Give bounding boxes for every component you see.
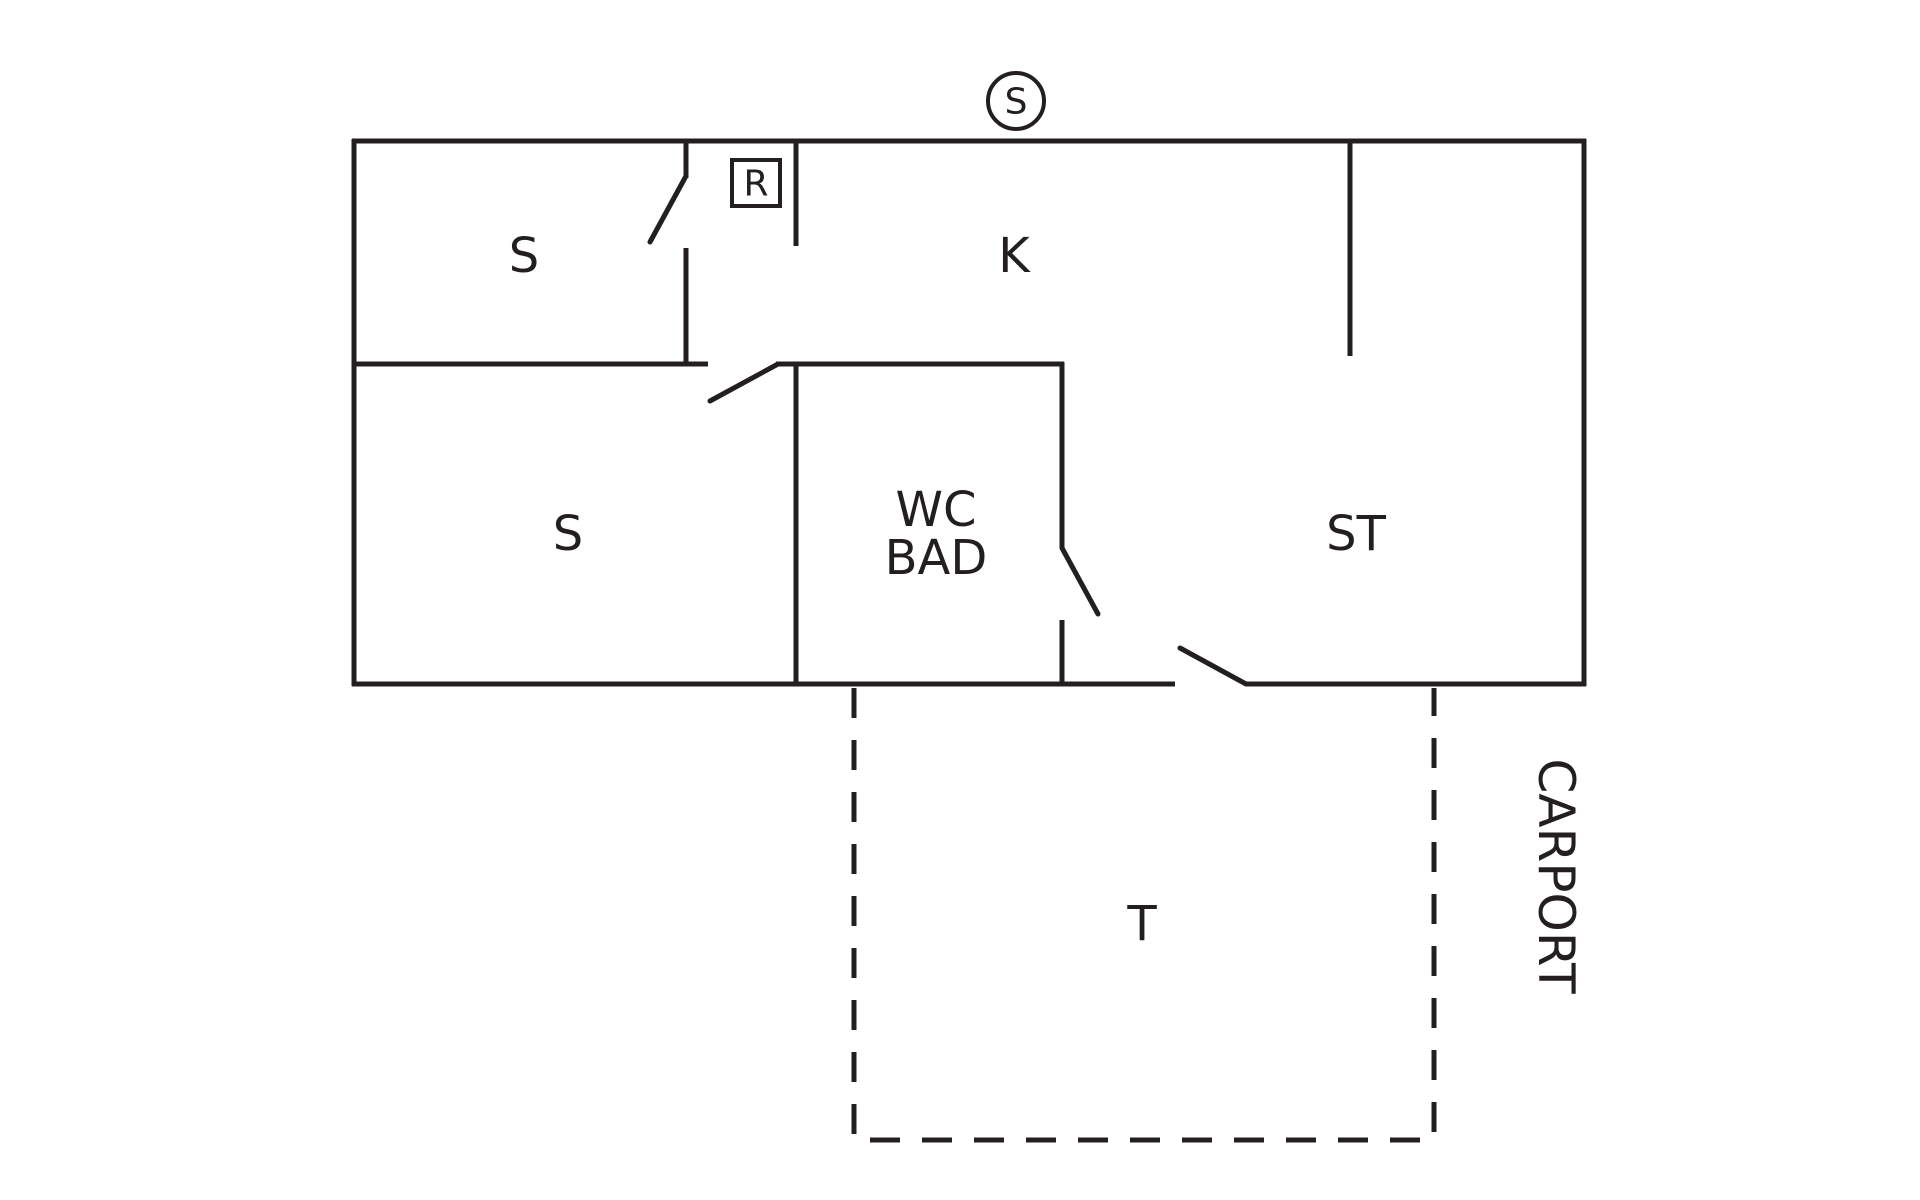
room-label-bathroom-bad: BAD [885, 530, 988, 586]
door-small-bedroom [647, 173, 689, 245]
north-symbol-circle [986, 71, 1046, 131]
symbols: S R [730, 71, 1046, 208]
doors [647, 173, 1249, 687]
room-labels: S K S WC BAD ST T CARPORT [509, 228, 1585, 994]
room-label-living: ST [1326, 506, 1386, 562]
chimney-symbol-label: R [743, 164, 768, 205]
north-symbol-label: S [1005, 82, 1028, 123]
door-entrance [1177, 645, 1249, 687]
door-bathroom [1059, 545, 1101, 617]
interior-walls [354, 141, 1353, 686]
terrace-outline [851, 688, 1437, 1143]
chimney-symbol-box [730, 158, 782, 208]
room-label-kitchen: K [998, 228, 1031, 284]
carport-label: CARPORT [1527, 758, 1585, 993]
outer-walls [351, 138, 1587, 687]
room-label-large-bedroom: S [553, 506, 583, 562]
door-large-bedroom [707, 361, 781, 404]
terrace-dashed-boundary [851, 688, 1437, 1143]
room-label-small-bedroom: S [509, 228, 539, 284]
room-label-terrace: T [1126, 896, 1157, 952]
room-label-bathroom-wc: WC [896, 482, 977, 538]
